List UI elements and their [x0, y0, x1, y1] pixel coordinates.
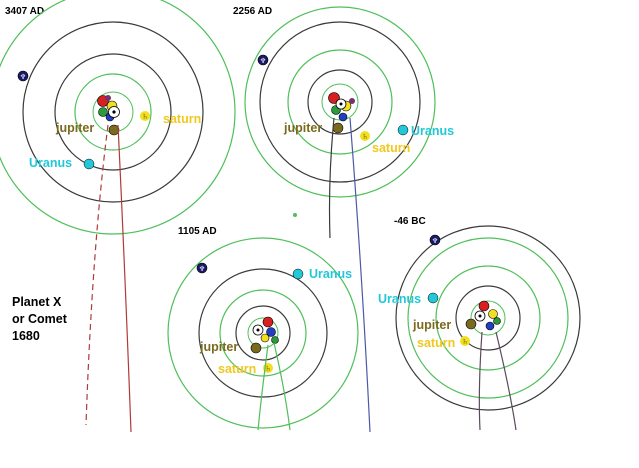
panel-2256-ad: 2256 AD ♆ jupiter ♄ saturn — [233, 6, 454, 433]
planet-x-line3: 1680 — [12, 329, 40, 343]
orbit-inner — [247, 317, 279, 349]
neptune-symbol-icon: ♆ — [429, 234, 441, 246]
jupiter-label: jupiter — [412, 318, 451, 332]
orbit-jupiter — [455, 285, 521, 351]
comet-path-green-left — [257, 344, 269, 431]
comet-path-right — [495, 331, 517, 431]
comet-path-left — [478, 331, 483, 431]
orbit-inner — [470, 300, 506, 336]
jupiter-label: jupiter — [199, 340, 238, 354]
comet-path-dark — [328, 117, 335, 239]
orbit-uranus — [198, 268, 328, 398]
planet-x-label: Planet X or Comet 1680 — [12, 295, 68, 343]
uranus-label: Uranus — [378, 292, 421, 306]
inner-planets-cluster — [252, 316, 279, 344]
uranus-symbol-icon — [427, 292, 439, 304]
svg-text:♆: ♆ — [199, 265, 205, 273]
jupiter-symbol-icon — [108, 124, 120, 136]
saturn-label: saturn — [417, 336, 455, 350]
orbit-saturn — [54, 53, 172, 171]
uranus-symbol-icon — [397, 124, 409, 136]
orbit-outer-green — [167, 237, 359, 429]
jupiter-symbol-icon — [250, 342, 262, 354]
panel-46-bc: -46 BC ♆ jupiter ♄ saturn Uranu — [378, 216, 581, 431]
panel-year-label: -46 BC — [394, 216, 426, 227]
panel-year-label: 1105 AD — [178, 226, 217, 237]
orbit-jupiter — [235, 305, 291, 361]
orbit-outer-green — [244, 6, 436, 198]
svg-text:♆: ♆ — [20, 73, 26, 81]
inner-planets-cluster — [328, 92, 355, 122]
planet-x-line2: or Comet — [12, 312, 68, 326]
neptune-symbol-icon: ♆ — [257, 54, 269, 66]
comet-path-blue — [349, 117, 371, 433]
neptune-symbol-icon: ♆ — [196, 262, 208, 274]
stray-marker — [293, 213, 297, 217]
orbit-outer-dark — [395, 225, 581, 411]
orbit-saturn — [287, 49, 393, 155]
uranus-symbol-icon — [83, 158, 95, 170]
svg-text:♆: ♆ — [432, 237, 438, 245]
saturn-symbol-icon: ♄ — [460, 336, 470, 346]
panel-1105-ad: 1105 AD ♆ jupiter ♄ saturn Uran — [167, 226, 359, 431]
comet-path-dashed — [85, 124, 109, 426]
orbit-jupiter — [307, 69, 373, 135]
saturn-symbol-icon: ♄ — [140, 111, 150, 121]
orbit-uranus — [22, 21, 204, 203]
planet-x-line1: Planet X — [12, 295, 62, 309]
inner-planets-cluster — [97, 95, 120, 122]
comet-path-red — [117, 124, 132, 433]
saturn-symbol-icon: ♄ — [360, 131, 370, 141]
orbit-saturn — [219, 289, 307, 377]
jupiter-symbol-icon — [332, 122, 344, 134]
saturn-label: saturn — [163, 112, 201, 126]
panel-year-label: 2256 AD — [233, 6, 272, 17]
uranus-label: Uranus — [411, 124, 454, 138]
svg-text:♄: ♄ — [142, 113, 148, 121]
orbit-jupiter — [74, 73, 152, 151]
uranus-symbol-icon — [292, 268, 304, 280]
uranus-label: Uranus — [309, 267, 352, 281]
svg-text:♆: ♆ — [260, 57, 266, 65]
saturn-label: saturn — [218, 362, 256, 376]
svg-text:♄: ♄ — [362, 133, 368, 141]
orbit-saturn — [435, 265, 541, 371]
panel-year-label: 3407 AD — [5, 6, 44, 17]
panel-3407-ad: 3407 AD ♆ jupiter ♄ satur — [0, 0, 236, 433]
saturn-label: saturn — [372, 141, 410, 155]
orbit-uranus — [407, 237, 569, 399]
jupiter-symbol-icon — [465, 318, 477, 330]
orbit-uranus — [259, 21, 421, 183]
inner-planets-cluster — [474, 300, 501, 331]
svg-text:♄: ♄ — [265, 365, 271, 373]
comet-path-green-right — [273, 342, 291, 431]
svg-text:♄: ♄ — [462, 338, 468, 346]
jupiter-label: jupiter — [55, 121, 94, 135]
uranus-label: Uranus — [29, 156, 72, 170]
jupiter-label: jupiter — [283, 121, 322, 135]
neptune-symbol-icon: ♆ — [17, 70, 29, 82]
orbit-outer-green — [0, 0, 236, 235]
